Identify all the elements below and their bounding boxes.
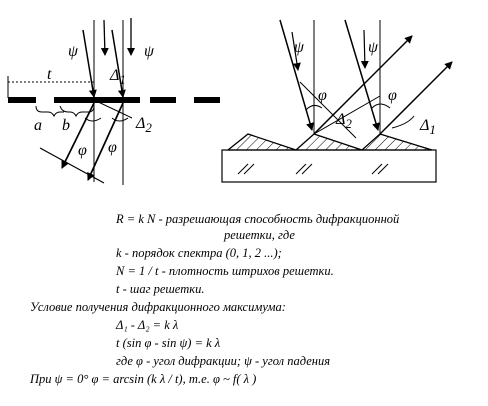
transmission-grating-figure: t a b ψ ψ Δ1 Δ2 φ φ — [7, 18, 220, 185]
path-difference-1-label: Δ1 — [419, 117, 436, 137]
resolving-power-formula: R = k N - разрешающая способность дифрак… — [116, 212, 400, 226]
diffraction-grating-diagram: t a b ψ ψ Δ1 Δ2 φ φ — [7, 18, 453, 185]
incidence-angle-label-left: ψ — [294, 39, 305, 56]
grating-equation: t (sin φ - sin ψ) = k λ — [116, 336, 221, 350]
resolving-power-formula-cont: решетки, где — [224, 228, 295, 242]
incidence-angle-label-right: ψ — [144, 43, 155, 60]
normal-lines — [313, 20, 381, 134]
angle-definitions: где φ - угол дифракции; ψ - угол падения — [116, 354, 331, 368]
path-difference-2-label: Δ2 — [335, 111, 352, 131]
period-dimension — [7, 76, 94, 98]
diffraction-angle-label-left: φ — [318, 87, 327, 104]
slit-label: b — [62, 117, 70, 134]
incident-rays — [279, 19, 380, 131]
normal-incidence-case: При ψ = 0° φ = arcsin (k λ / t), т.е. φ … — [30, 372, 257, 386]
path-difference-equation: Δ₁ - Δ₂ = k λ — [116, 318, 179, 332]
diffraction-angle-label-left: φ — [78, 142, 87, 159]
gap-bracket — [35, 105, 64, 118]
maximum-condition-heading: Условие получения дифракционного максиму… — [30, 300, 286, 314]
slit-bracket — [59, 105, 95, 118]
grating-plane — [8, 97, 220, 103]
diffraction-angle-label-right: φ — [388, 87, 397, 104]
incidence-angle-label-right: ψ — [368, 39, 379, 56]
diffracted-rays — [299, 35, 453, 139]
line-density-definition: N = 1 / t - плотность штрихов решетки. — [116, 264, 334, 278]
path-difference-2-label: Δ2 — [135, 115, 152, 135]
reflection-grating-figure: ψ ψ φ φ Δ2 Δ1 — [221, 19, 453, 183]
grating-substrate — [221, 149, 437, 183]
incident-rays — [82, 18, 135, 98]
path-difference-1-label: Δ1 — [109, 67, 126, 87]
substrate-hatching — [237, 163, 389, 175]
diffraction-angle-label-right: φ — [108, 139, 117, 156]
grating-grooves — [226, 133, 433, 151]
incidence-angle-label-left: ψ — [68, 43, 79, 60]
gap-label: a — [34, 117, 42, 134]
diffracted-rays — [39, 99, 133, 184]
normal-lines — [93, 20, 124, 185]
spectrum-order-definition: k - порядок спектра (0, 1, 2 ...); — [116, 246, 282, 260]
grating-step-definition: t - шаг решетки. — [116, 282, 205, 296]
period-label: t — [47, 66, 52, 83]
